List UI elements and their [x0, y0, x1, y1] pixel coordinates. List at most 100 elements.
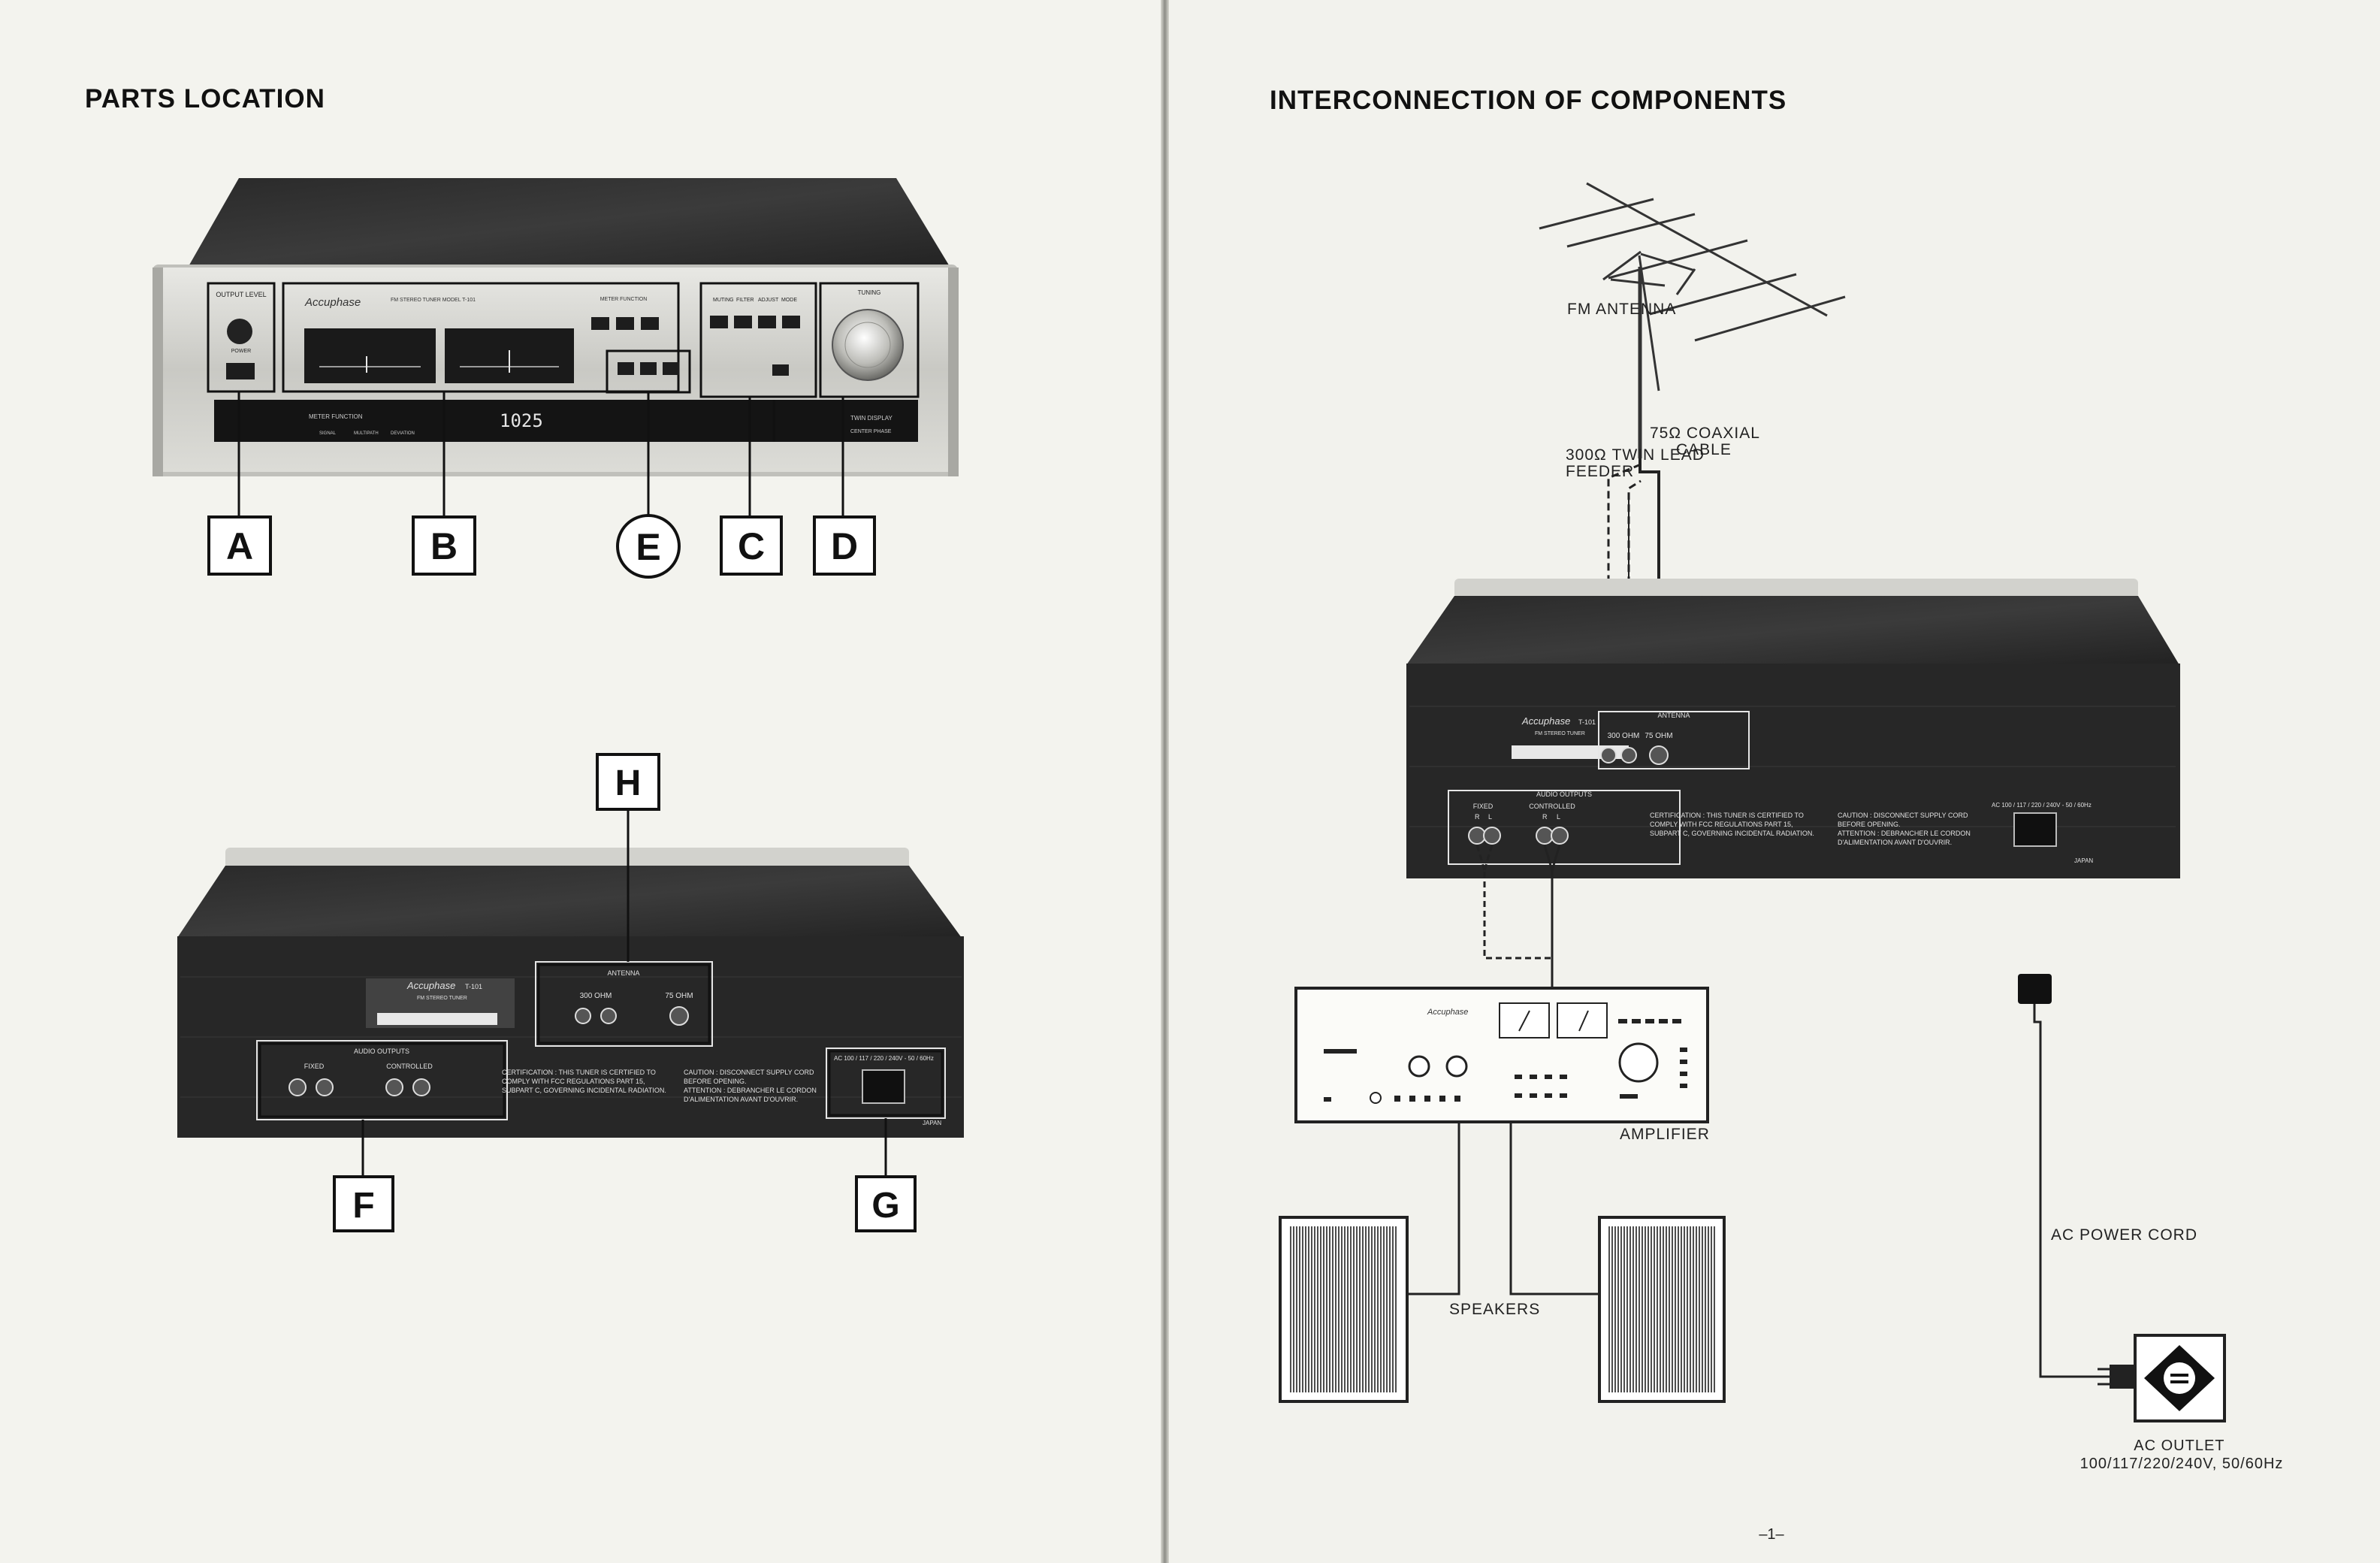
page-gutter: [1161, 0, 1169, 1563]
rear-75ohm-label: 75 OHM: [665, 992, 693, 1000]
fm-antenna-label: FM ANTENNA: [1567, 301, 1676, 318]
tuning-knob[interactable]: [832, 310, 903, 380]
connection-fixed-l-jack[interactable]: [1484, 827, 1500, 844]
power-label: POWER: [231, 349, 251, 354]
rear-brand-logo: Accuphase: [406, 980, 455, 991]
connection-300ohm-label: 300 OHM: [1608, 732, 1640, 740]
mode-button[interactable]: [782, 316, 800, 328]
connection-controlled-l-jack[interactable]: [1551, 827, 1568, 844]
parts-location-illustration: OUTPUT LEVEL POWER Accuphase FM STEREO T…: [0, 0, 1161, 1563]
strip-meter-deviation: DEVIATION: [391, 431, 415, 436]
rear-model: T-101: [465, 983, 482, 990]
mode-label-muting: MUTING: [713, 298, 734, 303]
output-level-label: OUTPUT LEVEL: [216, 291, 266, 298]
speaker-wires: [1407, 1122, 1599, 1294]
callout-a-letter: A: [226, 525, 253, 567]
amplifier-label: AMPLIFIER: [1620, 1126, 1710, 1143]
callout-d: D: [814, 517, 874, 574]
connection-300ohm-terminal-1[interactable]: [1601, 748, 1616, 763]
strip-meter-function: METER FUNCTION: [309, 413, 363, 420]
connection-300ohm-terminal-2[interactable]: [1621, 748, 1636, 763]
rear-controlled-r-jack[interactable]: [386, 1079, 403, 1096]
connection-fixed-label: FIXED: [1473, 803, 1494, 810]
callout-d-letter: D: [831, 525, 858, 567]
rear-controlled-l-jack[interactable]: [413, 1079, 430, 1096]
callout-c: C: [721, 517, 781, 574]
ac-outlet-label: AC OUTLET 100/117/220/240V, 50/60Hz: [2080, 1438, 2284, 1472]
e-button-1[interactable]: [618, 362, 634, 375]
connection-rear-panel: [1406, 664, 2180, 878]
callout-b: B: [413, 517, 475, 574]
output-level-knob[interactable]: [227, 319, 252, 344]
speakers-label: SPEAKERS: [1449, 1301, 1540, 1318]
callout-e-letter: E: [636, 526, 660, 568]
callout-f-letter: F: [352, 1186, 374, 1226]
connection-model-desc: FM STEREO TUNER: [1535, 731, 1585, 736]
connection-japan-text: JAPAN: [2074, 857, 2093, 864]
signal-meter: [304, 328, 436, 383]
rear-300ohm-terminal-1[interactable]: [575, 1008, 590, 1023]
rear-fixed-l-jack[interactable]: [316, 1079, 333, 1096]
tuning-function-button[interactable]: [772, 364, 789, 376]
connection-ac-socket[interactable]: [2014, 813, 2056, 846]
rear-ac-socket[interactable]: [862, 1070, 905, 1103]
page-parts-location: PARTS LOCATION: [0, 0, 1161, 1563]
page-interconnection: INTERCONNECTION OF COMPONENTS: [1169, 0, 2380, 1563]
mode-label-adjust: ADJUST: [758, 298, 779, 303]
e-button-3[interactable]: [663, 362, 679, 375]
ac-plug-icon: [2018, 974, 2052, 1004]
filter-button[interactable]: [734, 316, 752, 328]
callout-e: E: [618, 515, 679, 577]
meter-button-multipath[interactable]: [616, 317, 634, 330]
meter-button-deviation[interactable]: [641, 317, 659, 330]
frequency-readout: 1025: [500, 410, 543, 431]
connection-antenna-label: ANTENNA: [1657, 712, 1690, 719]
power-button[interactable]: [226, 363, 255, 379]
e-button-2[interactable]: [640, 362, 657, 375]
fm-antenna-icon: [1539, 183, 1845, 458]
callout-b-letter: B: [430, 525, 458, 567]
connection-75ohm-jack[interactable]: [1650, 746, 1668, 764]
amplifier-brand-logo: Accuphase: [1427, 1008, 1468, 1017]
connection-fixed-r-jack[interactable]: [1469, 827, 1485, 844]
rear-300ohm-terminal-2[interactable]: [601, 1008, 616, 1023]
connection-ac-label: AC 100 / 117 / 220 / 240V - 50 / 60Hz: [1992, 802, 2092, 809]
speaker-left-icon: [1280, 1217, 1407, 1401]
front-model-text: FM STEREO TUNER MODEL T-101: [391, 298, 476, 303]
rear-japan-text: JAPAN: [923, 1120, 941, 1126]
callout-g: G: [856, 1177, 915, 1231]
rear-fixed-r-jack[interactable]: [289, 1079, 306, 1096]
twin-display-text: TWIN DISPLAY: [850, 415, 893, 422]
strip-meter-multipath: MULTIPATH: [354, 431, 379, 436]
rear-75ohm-jack[interactable]: [670, 1007, 688, 1025]
connection-controlled-r: R: [1542, 813, 1548, 821]
twin-lead-label: 300Ω TWIN LEAD FEEDER: [1566, 446, 1710, 480]
callout-g-letter: G: [871, 1186, 899, 1226]
rear-ac-label: AC 100 / 117 / 220 / 240V - 50 / 60Hz: [834, 1055, 934, 1062]
tuning-label: TUNING: [858, 289, 881, 296]
rear-300ohm-label: 300 OHM: [580, 992, 612, 1000]
rear-antenna-label: ANTENNA: [607, 969, 639, 977]
muting-button[interactable]: [710, 316, 728, 328]
ac-outlet-icon: [2135, 1335, 2224, 1421]
callout-h-letter: H: [615, 763, 642, 803]
adjust-button[interactable]: [758, 316, 776, 328]
speaker-right-icon: [1599, 1217, 1724, 1401]
connection-controlled-r-jack[interactable]: [1536, 827, 1553, 844]
connection-fixed-l: L: [1488, 813, 1492, 821]
rear-model-desc: FM STEREO TUNER: [417, 996, 467, 1001]
connection-controlled-l: L: [1557, 813, 1560, 821]
tuner-front-view: OUTPUT LEVEL POWER Accuphase FM STEREO T…: [153, 178, 959, 476]
meter-function-label: METER FUNCTION: [600, 297, 648, 302]
connection-audio-outputs-label: AUDIO OUTPUTS: [1536, 791, 1592, 798]
tuner-top-cover: [188, 178, 950, 268]
rear-controlled-label: CONTROLLED: [386, 1063, 433, 1070]
amplifier-icon: Accuphase: [1296, 988, 1708, 1122]
callout-c-letter: C: [738, 525, 765, 567]
rear-top-rail: [225, 848, 909, 869]
connection-model: T-101: [1578, 718, 1596, 726]
tuner-rear-connection-view: Accuphase T-101 FM STEREO TUNER ANTENNA …: [1406, 579, 2180, 878]
rear-certification-text: CERTIFICATION : THIS TUNER IS CERTIFIED …: [502, 1069, 666, 1094]
meter-button-signal[interactable]: [591, 317, 609, 330]
